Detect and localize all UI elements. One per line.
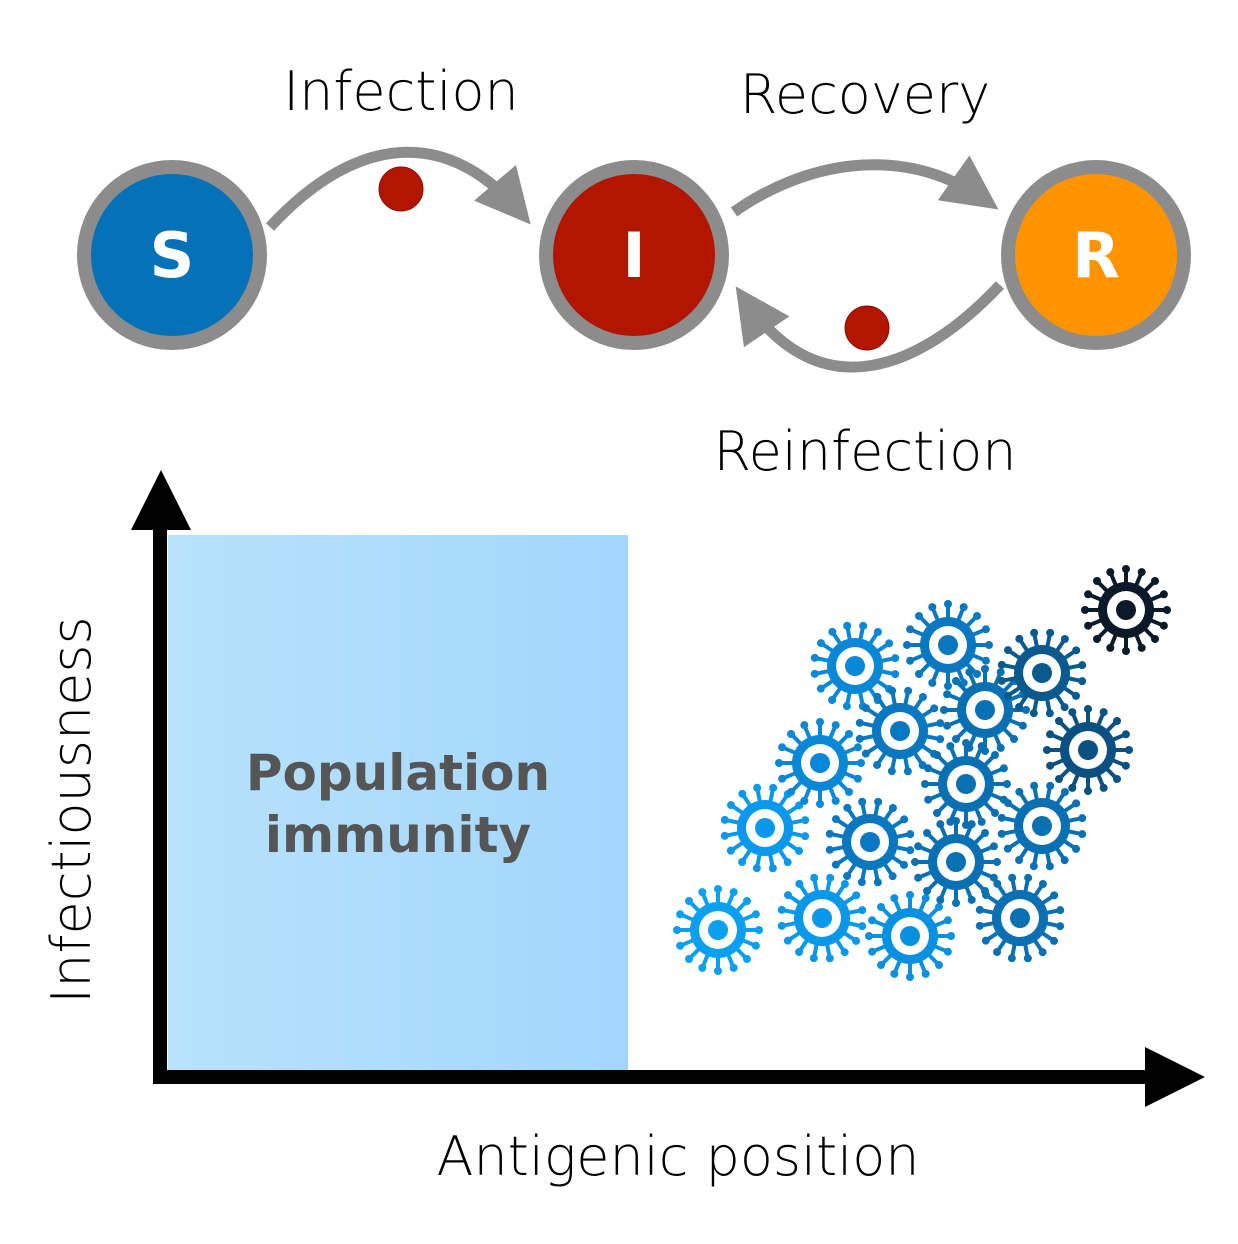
virus-icon xyxy=(940,665,1030,755)
virus-icon xyxy=(997,628,1087,718)
virus-icon xyxy=(825,797,915,887)
node-s: S xyxy=(77,160,267,350)
infection-particle xyxy=(378,166,424,212)
virus-icon xyxy=(855,686,945,776)
reinfection-label: Reinfection xyxy=(714,420,1017,483)
virus-icon xyxy=(777,873,867,963)
virus-icon xyxy=(1081,565,1171,655)
virus-icon xyxy=(975,873,1065,963)
infection-label: Infection xyxy=(283,60,519,123)
x-axis-label: Antigenic position xyxy=(437,1125,920,1188)
virus-icon xyxy=(997,781,1087,871)
x-axis-arrowhead xyxy=(1145,1047,1205,1107)
virus-icon xyxy=(921,739,1011,829)
y-axis-label: Infectiousness xyxy=(40,616,103,1003)
virus-icon xyxy=(720,783,810,873)
node-s-circle xyxy=(77,160,267,350)
node-i: I xyxy=(539,160,729,350)
y-axis-arrowhead xyxy=(131,470,191,530)
recovery-arrow xyxy=(730,155,999,217)
infection-arrow xyxy=(265,146,531,231)
immunity-label-line1: Population xyxy=(246,744,550,802)
population-immunity-region xyxy=(168,535,628,1070)
node-i-label: I xyxy=(622,219,645,292)
immunity-label-line2: immunity xyxy=(265,806,531,864)
virus-icon xyxy=(673,885,763,975)
node-s-label: S xyxy=(150,219,195,292)
recovery-label: Recovery xyxy=(740,63,990,126)
virus-cluster xyxy=(673,565,1171,981)
virus-icon xyxy=(1043,705,1133,795)
node-r: R xyxy=(1001,160,1191,350)
virus-icon xyxy=(903,600,993,690)
reinfection-arrow xyxy=(735,281,1005,373)
node-r-label: R xyxy=(1072,219,1120,292)
virus-icon xyxy=(775,718,865,808)
node-i-circle xyxy=(539,160,729,350)
node-r-circle xyxy=(1001,160,1191,350)
virus-icon xyxy=(810,621,900,711)
virus-icon xyxy=(865,891,955,981)
reinfection-particle xyxy=(844,305,890,351)
virus-icon xyxy=(911,817,1001,907)
